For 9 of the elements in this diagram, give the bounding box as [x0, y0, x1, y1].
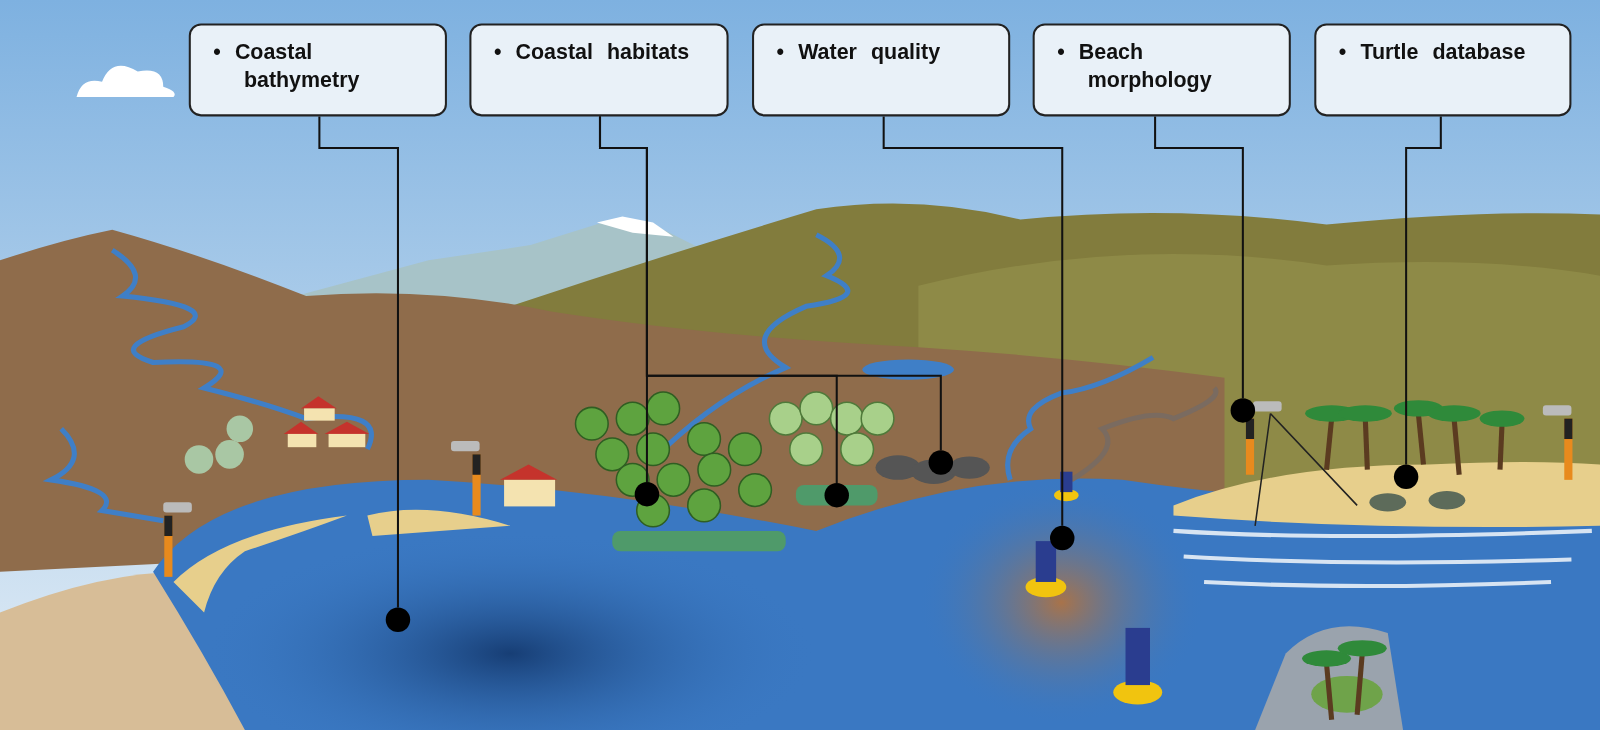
callout-box: • Turtle database: [1314, 23, 1572, 117]
leader-line: [318, 116, 399, 608]
leader-line: [882, 116, 1064, 526]
leader-line: [1154, 116, 1244, 399]
leader-line: [1405, 116, 1442, 465]
callout-box: • Beach morphology: [1032, 23, 1291, 117]
callout-box: • Water quality: [752, 23, 1011, 117]
callout-box: • Coastal bathymetry: [188, 23, 447, 117]
callout-box: • Coastal habitats: [469, 23, 729, 117]
